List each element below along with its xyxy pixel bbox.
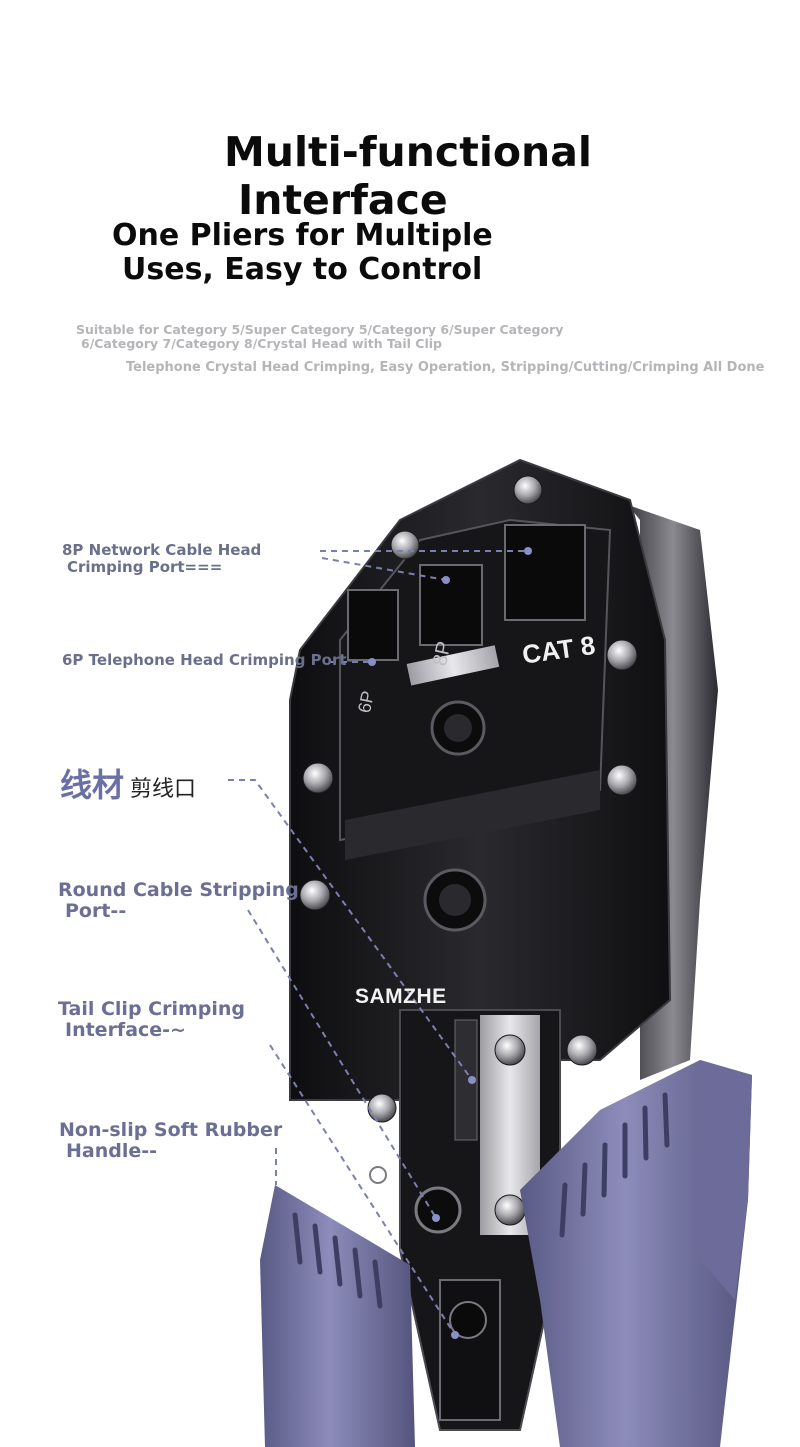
crimping-tool-illustration: CAT 8 8P 6P: [228, 458, 752, 1447]
label-tail-clip: Tail Clip Crimping Interface-~: [58, 999, 245, 1041]
label-handle: Non-slip Soft Rubber Handle--: [59, 1120, 282, 1162]
title-line-1: Multi-functional: [224, 128, 592, 176]
port-6p-marking: 6P: [354, 689, 378, 715]
label-tail-clip-line2: Interface-~: [65, 1019, 186, 1041]
label-cable-cutter-small: 剪线口: [130, 777, 197, 802]
label-handle-line2: Handle--: [66, 1140, 158, 1162]
subtitle-line-1: One Pliers for Multiple: [112, 218, 493, 253]
label-stripping-line2: Port--: [65, 900, 127, 922]
label-8p-port: 8P Network Cable Head Crimping Port===: [62, 542, 261, 576]
feature-text: Telephone Crystal Head Crimping, Easy Op…: [126, 360, 765, 375]
label-8p-port-line1: 8P Network Cable Head: [62, 541, 262, 559]
compat-text-1: Suitable for Category 5/Super Category 5…: [76, 322, 564, 337]
label-6p-port: 6P Telephone Head Crimping Port--: [62, 651, 359, 669]
label-tail-clip-line1: Tail Clip Crimping: [58, 998, 246, 1020]
port-8p-marking: 8P: [429, 639, 456, 668]
label-cable-cutter-big: 线材: [60, 766, 125, 804]
compat-text-2: 6/Category 7/Category 8/Crystal Head wit…: [81, 336, 442, 351]
label-stripping-line1: Round Cable Stripping: [58, 879, 299, 901]
subtitle-line-2: Uses, Easy to Control: [122, 252, 483, 287]
label-stripping-port: Round Cable Stripping Port--: [58, 880, 299, 922]
label-handle-line1: Non-slip Soft Rubber: [59, 1119, 283, 1141]
label-cable-cutter: 线材剪线口: [60, 760, 196, 806]
title-line-2: Interface: [238, 176, 448, 224]
brand-logo: SAMZHE: [355, 985, 447, 1008]
label-8p-port-line2: Crimping Port===: [67, 558, 223, 576]
